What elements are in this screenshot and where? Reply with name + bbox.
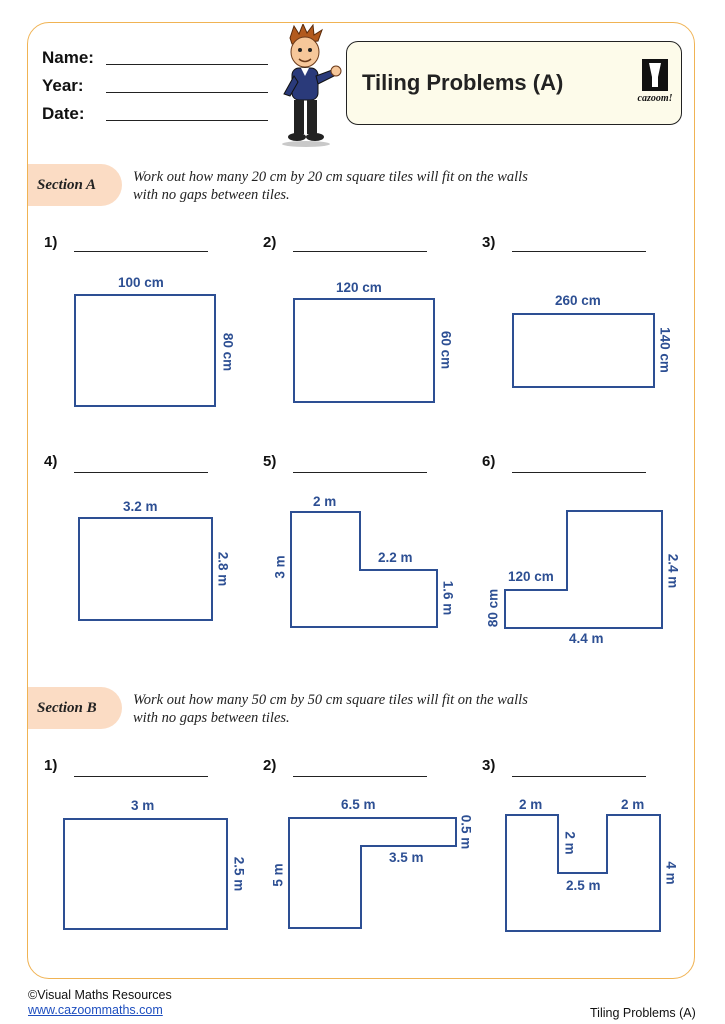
cazoom-logo-icon bbox=[642, 59, 668, 91]
question-a3-number: 3) bbox=[482, 234, 496, 251]
b1-width-label: 3 m bbox=[131, 798, 155, 813]
section-b-label: Section B bbox=[37, 700, 97, 716]
footer-page-title: Tiling Problems (A) bbox=[590, 1006, 696, 1020]
a4-height-label: 2.8 m bbox=[215, 551, 231, 587]
name-field[interactable] bbox=[106, 64, 268, 65]
title-box: Tiling Problems (A) cazoom! bbox=[346, 41, 682, 125]
b2-step-label: 3.5 m bbox=[389, 850, 424, 865]
b3-notch-width-label: 2.5 m bbox=[566, 878, 601, 893]
section-b-instruction-line1: Work out how many 50 cm by 50 cm square … bbox=[133, 692, 528, 708]
cazoom-logo: cazoom! bbox=[633, 57, 677, 109]
b1-height-label: 2.5 m bbox=[231, 856, 247, 892]
footer-link[interactable]: www.cazoommaths.com bbox=[28, 1003, 163, 1017]
question-b3-answer-line[interactable] bbox=[512, 776, 646, 777]
a5-step-label: 2.2 m bbox=[378, 550, 413, 565]
b2-top-label: 6.5 m bbox=[341, 797, 376, 812]
section-a-tag: Section A bbox=[28, 164, 122, 206]
question-b3-number: 3) bbox=[482, 757, 496, 774]
a1-width-label: 100 cm bbox=[118, 275, 164, 290]
a3-width-label: 260 cm bbox=[555, 293, 601, 308]
question-a1-number: 1) bbox=[44, 234, 58, 251]
a6-bottom-label: 4.4 m bbox=[569, 631, 604, 646]
section-a-instruction: Work out how many 20 cm by 20 cm square … bbox=[133, 168, 603, 204]
logo-text: cazoom! bbox=[637, 93, 673, 104]
question-a2-answer-line[interactable] bbox=[293, 251, 427, 252]
question-b1-number: 1) bbox=[44, 757, 58, 774]
question-b1-answer-line[interactable] bbox=[74, 776, 208, 777]
b3-height-label: 4 m bbox=[663, 861, 679, 885]
question-a6-answer-line[interactable] bbox=[512, 472, 646, 473]
b2-left-label: 5 m bbox=[270, 863, 286, 887]
question-b2-number: 2) bbox=[263, 757, 277, 774]
date-label: Date: bbox=[42, 104, 85, 123]
question-a3-answer-line[interactable] bbox=[512, 251, 646, 252]
a2-height-label: 60 cm bbox=[438, 330, 454, 370]
section-b-tag: Section B bbox=[28, 687, 122, 729]
worksheet-title: Tiling Problems (A) bbox=[362, 70, 564, 95]
question-a5-answer-line[interactable] bbox=[293, 472, 427, 473]
name-label: Name: bbox=[42, 48, 94, 67]
a1-height-label: 80 cm bbox=[220, 332, 236, 372]
b3-notch-depth-label: 2 m bbox=[562, 831, 578, 855]
b2-right-label: 0.5 m bbox=[458, 814, 474, 850]
question-a1-answer-line[interactable] bbox=[74, 251, 208, 252]
footer-copyright: ©Visual Maths Resources bbox=[28, 988, 172, 1002]
cartoon-boy-illustration bbox=[282, 24, 342, 147]
section-a-instruction-line2: with no gaps between tiles. bbox=[133, 187, 290, 203]
a6-left-label: 80 cm bbox=[485, 588, 501, 628]
question-a4-number: 4) bbox=[44, 453, 58, 470]
question-a6-number: 6) bbox=[482, 453, 496, 470]
a5-top-label: 2 m bbox=[313, 494, 337, 509]
b3-right-top-label: 2 m bbox=[621, 797, 645, 812]
question-a4-answer-line[interactable] bbox=[74, 472, 208, 473]
question-b2-answer-line[interactable] bbox=[293, 776, 427, 777]
page-border bbox=[27, 22, 695, 979]
footer-url[interactable]: www.cazoommaths.com bbox=[28, 1003, 163, 1017]
a4-width-label: 3.2 m bbox=[123, 499, 158, 514]
a6-step-label: 120 cm bbox=[508, 569, 554, 584]
question-a2-number: 2) bbox=[263, 234, 277, 251]
year-label: Year: bbox=[42, 76, 84, 95]
section-a-label: Section A bbox=[37, 177, 97, 193]
section-b-instruction-line2: with no gaps between tiles. bbox=[133, 710, 290, 726]
b3-left-top-label: 2 m bbox=[519, 797, 543, 812]
section-b-instruction: Work out how many 50 cm by 50 cm square … bbox=[133, 691, 603, 727]
question-a5-number: 5) bbox=[263, 453, 277, 470]
a5-left-label: 3 m bbox=[272, 555, 288, 579]
a6-right-label: 2.4 m bbox=[665, 553, 681, 589]
section-a-instruction-line1: Work out how many 20 cm by 20 cm square … bbox=[133, 169, 528, 185]
date-field[interactable] bbox=[106, 120, 268, 121]
a5-right-label: 1.6 m bbox=[440, 580, 456, 616]
a3-height-label: 140 cm bbox=[657, 327, 673, 373]
year-field[interactable] bbox=[106, 92, 268, 93]
a2-width-label: 120 cm bbox=[336, 280, 382, 295]
